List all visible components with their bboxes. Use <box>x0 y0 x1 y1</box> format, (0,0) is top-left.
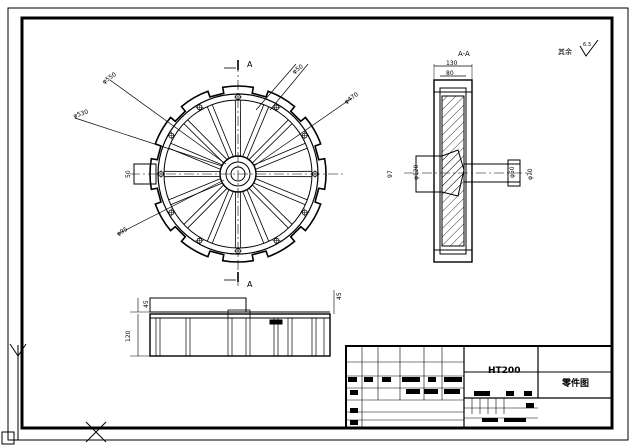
spoke-edge <box>255 147 308 170</box>
bottom-view <box>130 290 335 357</box>
dim-hub-length: 97 <box>387 170 394 178</box>
rib-mark <box>269 319 283 325</box>
spoke-edge <box>252 184 293 225</box>
bottom-main-body <box>149 313 331 357</box>
dim-outer-diameter: φ550 <box>101 71 118 86</box>
title-block-drawing-name: 零件图 <box>561 377 589 389</box>
spoke-edge <box>211 104 234 157</box>
tb-text-mark <box>350 408 358 413</box>
spoke-edge <box>187 188 228 229</box>
spoke-edge <box>187 119 228 160</box>
tb-text-mark <box>444 389 460 394</box>
dim-top-thickness: 45 <box>143 300 150 308</box>
roughness-value: 6.3 <box>583 42 591 48</box>
tb-text-mark <box>444 377 462 382</box>
dim-hub-height: 50 <box>125 170 132 178</box>
spoke-edge <box>255 178 308 201</box>
dim-bolt-circle: φ470 <box>343 91 360 106</box>
section-mark-top: A <box>247 60 253 69</box>
spoke-edge <box>242 104 265 157</box>
tb-text-mark <box>482 418 498 422</box>
dim-rim-thickness: 45 <box>336 292 343 300</box>
section-mark-bottom: A <box>247 280 253 289</box>
dim-rim-width: 80 <box>446 70 454 77</box>
spoke-edge <box>211 191 234 244</box>
spoke-edge <box>248 188 289 229</box>
title-block-material: HT200 <box>488 366 520 376</box>
dim-shaft-length: φ70 <box>527 168 534 180</box>
spoke-edge <box>253 182 306 206</box>
tb-text-mark <box>350 420 358 425</box>
spoke-edge <box>246 189 270 242</box>
sheet-inner-frame <box>20 16 614 430</box>
rim-outer-outline <box>149 85 327 263</box>
tb-text-mark <box>364 377 373 382</box>
tb-text-mark <box>428 377 436 382</box>
dim-bore: φ120 <box>413 164 420 180</box>
roughness-symbol-icon <box>579 39 599 57</box>
spoke-edge <box>252 123 293 164</box>
front-view-leaders <box>74 63 353 235</box>
section-rim-top-band <box>433 79 473 93</box>
tb-text-mark <box>504 418 526 422</box>
title-block-grid <box>345 346 538 428</box>
spoke-edge <box>248 119 289 160</box>
spoke-edge <box>168 178 221 201</box>
tb-text-mark <box>348 377 357 382</box>
spoke-edge <box>170 142 223 166</box>
spokes-group <box>164 100 312 248</box>
title-block <box>345 345 613 429</box>
tb-text-mark <box>424 389 438 394</box>
spoke-edge <box>253 142 306 166</box>
title-block-text-marks <box>348 377 534 425</box>
dim-overall-width: 130 <box>446 60 458 67</box>
spoke-edge <box>242 191 265 244</box>
spoke-edge <box>246 106 270 159</box>
dim-tooth-width: φ50 <box>291 63 305 75</box>
dim-rim-diameter: φ530 <box>72 108 89 119</box>
tb-text-mark <box>524 391 532 396</box>
cursor-cross-icon <box>85 421 107 443</box>
spoke-edge <box>183 184 224 225</box>
section-view-title: A-A <box>458 50 470 58</box>
tb-text-mark <box>382 377 391 382</box>
roughness-text: 其余 <box>558 47 572 56</box>
spoke-edge <box>183 123 224 164</box>
bottom-ribs <box>155 309 325 356</box>
tb-text-mark <box>350 390 358 395</box>
tb-text-mark <box>526 403 534 408</box>
section-rim-inner <box>439 87 467 255</box>
spoke-edge <box>206 106 230 159</box>
tb-text-mark <box>406 389 420 394</box>
tb-text-mark <box>402 377 420 382</box>
shaft-stub <box>133 163 157 185</box>
front-view <box>130 62 346 286</box>
dim-total-height: 120 <box>125 330 132 342</box>
dim-shaft-diameter: φ50 <box>509 166 516 178</box>
ucs-icon <box>1 343 27 445</box>
hub-step <box>227 309 251 319</box>
tb-text-mark <box>506 391 514 396</box>
section-view <box>404 64 532 263</box>
spoke-edge <box>206 189 230 242</box>
section-rim-bottom-band <box>433 249 473 263</box>
dim-hub-diameter: φ95 <box>116 226 130 238</box>
tb-text-mark <box>474 391 490 396</box>
sheet-outer-frame <box>7 7 629 441</box>
